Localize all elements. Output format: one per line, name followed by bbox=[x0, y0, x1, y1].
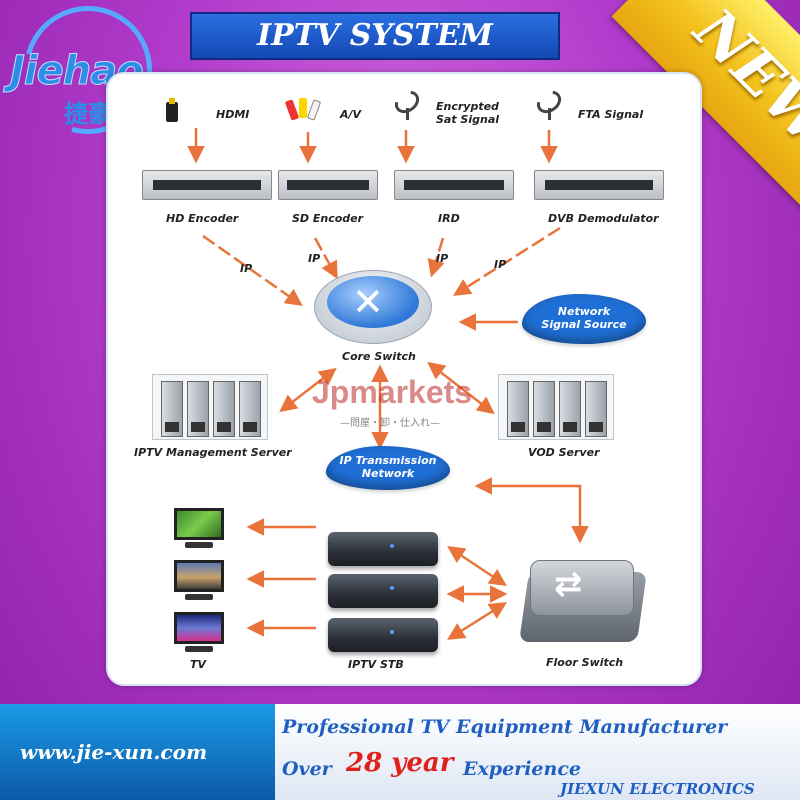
title-bar: IPTV SYSTEM bbox=[190, 12, 560, 60]
ip-label-ird: IP bbox=[436, 252, 449, 265]
ird-device bbox=[394, 170, 514, 200]
floor-switch-device: ⇄ bbox=[519, 556, 647, 648]
hdmi-label: HDMI bbox=[216, 108, 250, 121]
dvb-demodulator-label: DVB Demodulator bbox=[548, 212, 659, 225]
website-link[interactable]: www.jie-xun.com bbox=[20, 740, 208, 764]
tagline: Professional TV Equipment Manufacturer bbox=[282, 716, 728, 738]
network-cloud-line1: Network bbox=[557, 305, 611, 318]
ip-label-hd: IP bbox=[240, 262, 253, 275]
core-switch-label: Core Switch bbox=[342, 350, 416, 363]
switch-arrows-icon: ✕ bbox=[352, 280, 384, 324]
iptv-stb-1 bbox=[328, 532, 438, 566]
sd-encoder-label: SD Encoder bbox=[292, 212, 364, 225]
vod-server-label: VOD Server bbox=[528, 446, 600, 459]
iptv-management-server-label: IPTV Management Server bbox=[134, 446, 292, 459]
fta-dish-icon bbox=[532, 86, 566, 122]
tv-screen-1 bbox=[174, 508, 224, 540]
tv-screen-3 bbox=[174, 612, 224, 644]
ird-label: IRD bbox=[438, 212, 460, 225]
company-name: JIEXUN ELECTRONICS bbox=[560, 780, 755, 798]
transmission-cloud-line1: IP Transmission bbox=[339, 454, 437, 467]
tv-stand-3 bbox=[185, 646, 213, 652]
ip-label-sd: IP bbox=[308, 252, 321, 265]
encrypted-label-line1: Encrypted bbox=[436, 100, 499, 113]
ip-label-dvb: IP bbox=[494, 258, 507, 271]
floor-switch-label: Floor Switch bbox=[546, 656, 624, 669]
fta-label: FTA Signal bbox=[578, 108, 644, 121]
watermark-logo: Jpmarkets bbox=[312, 374, 473, 410]
watermark-subtitle: —問屋・卸・仕入れ— bbox=[340, 418, 440, 429]
vod-server bbox=[498, 374, 614, 440]
tv-stand-1 bbox=[185, 542, 213, 548]
logo-chinese-text: 捷豪 bbox=[64, 100, 112, 128]
hdmi-plug-icon bbox=[160, 98, 186, 124]
footer-right-band bbox=[275, 704, 800, 800]
encrypted-label: Encrypted Sat Signal bbox=[436, 100, 499, 126]
tagline-experience: Experience bbox=[463, 758, 581, 780]
av-cable-icon bbox=[284, 94, 324, 128]
hd-encoder-label: HD Encoder bbox=[166, 212, 239, 225]
tv-screen-2 bbox=[174, 560, 224, 592]
jiehao-logo: Jiehao 捷豪 bbox=[0, 0, 176, 158]
ip-transmission-network-cloud: IP Transmission Network bbox=[326, 446, 450, 490]
dvb-demodulator-device bbox=[534, 170, 664, 200]
tv-stand-2 bbox=[185, 594, 213, 600]
transmission-cloud-line2: Network bbox=[361, 467, 415, 480]
sd-encoder-device bbox=[278, 170, 378, 200]
floor-switch-arrows-icon: ⇄ bbox=[554, 564, 583, 604]
iptv-stb-3 bbox=[328, 618, 438, 652]
satellite-dish-icon bbox=[390, 86, 424, 122]
iptv-management-server bbox=[152, 374, 268, 440]
hd-encoder-device bbox=[142, 170, 272, 200]
page-title: IPTV SYSTEM bbox=[257, 18, 493, 53]
network-cloud-line2: Signal Source bbox=[541, 318, 627, 331]
network-signal-source-cloud: Network Signal Source bbox=[522, 294, 646, 344]
core-switch-icon bbox=[327, 276, 419, 328]
tagline-over: Over bbox=[282, 758, 332, 780]
iptv-stb-label: IPTV STB bbox=[348, 658, 404, 671]
footer-left-band bbox=[0, 704, 275, 800]
av-label: A/V bbox=[340, 108, 362, 121]
iptv-stb-2 bbox=[328, 574, 438, 608]
tv-label: TV bbox=[190, 658, 207, 671]
encrypted-label-line2: Sat Signal bbox=[436, 113, 500, 126]
tagline-years: 28 year bbox=[346, 748, 454, 778]
